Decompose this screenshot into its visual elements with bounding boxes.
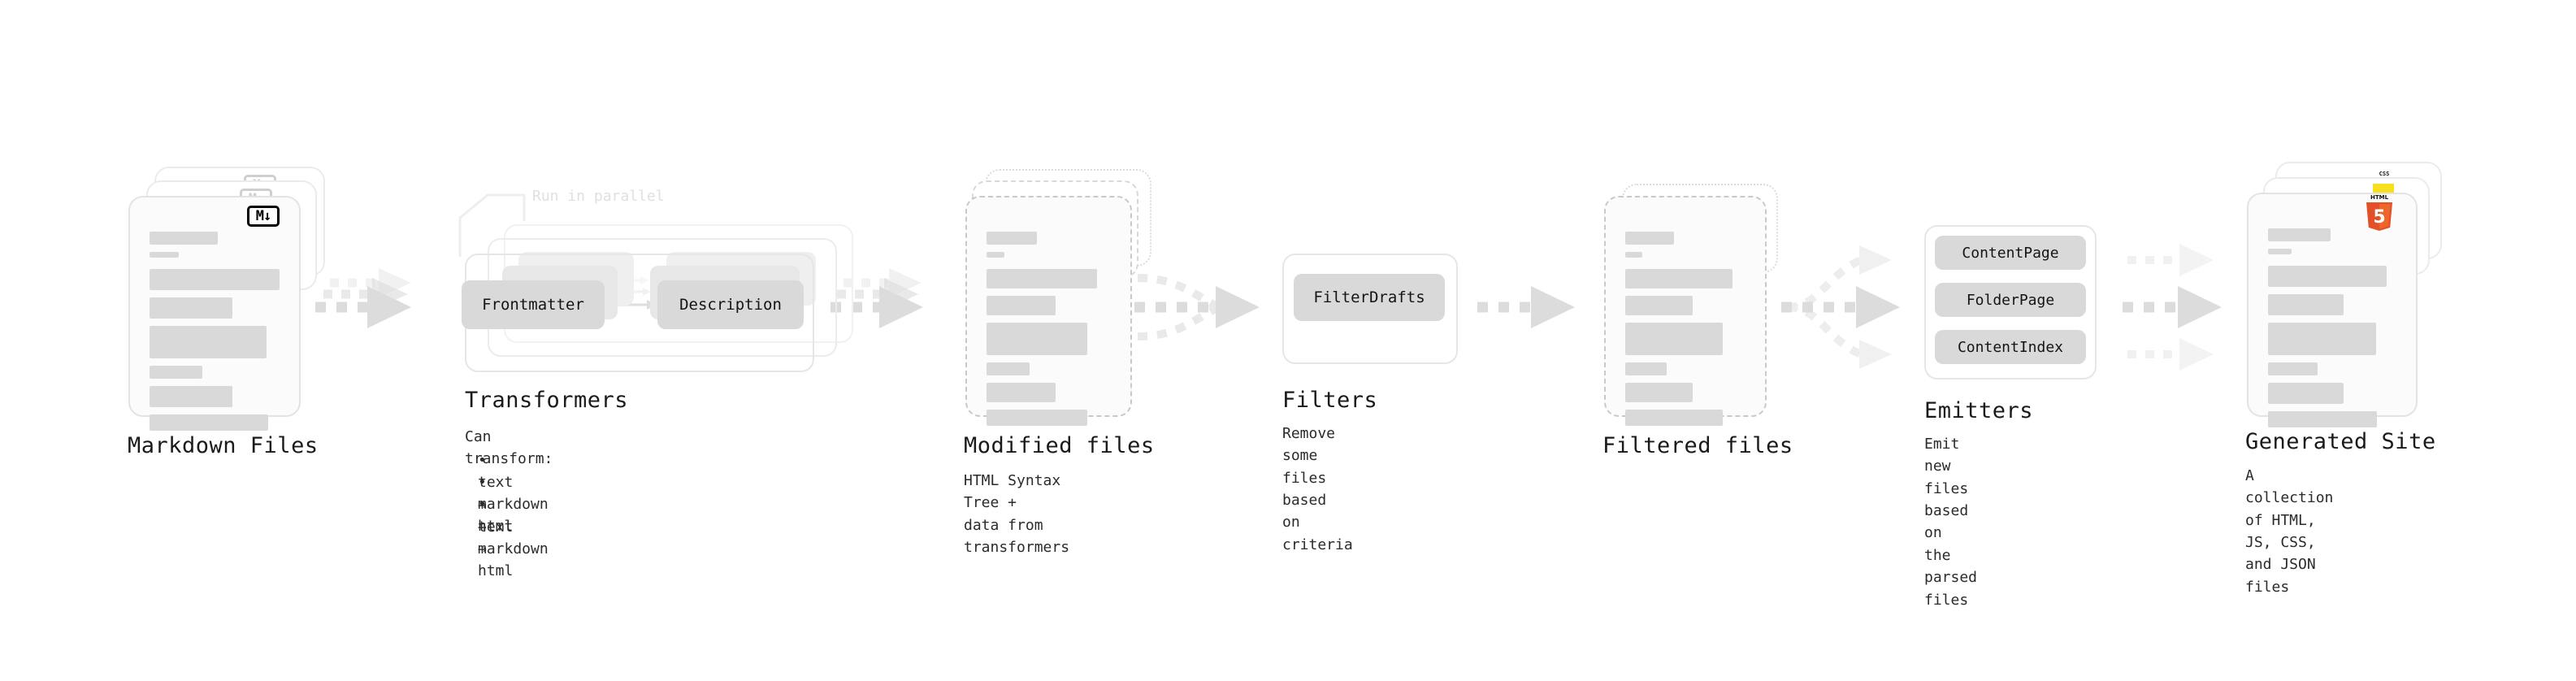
html5-digit: 5 — [2373, 207, 2385, 228]
transformers-subtitle: Can transform: — [465, 428, 553, 468]
svg-text:CSS: CSS — [2379, 171, 2390, 177]
transformer-chip-frontmatter[interactable]: Frontmatter — [462, 280, 605, 329]
filter-chip-filterdrafts[interactable]: FilterDrafts — [1294, 274, 1445, 321]
arrow-filtered-to-emitters — [1781, 245, 1900, 369]
placeholder-bars — [150, 232, 281, 431]
filters-subtitle: Remove some files based on criteria — [1282, 425, 1353, 553]
generated-site-subtitle: A collection of HTML, JS, CSS, and JSON … — [2245, 467, 2334, 596]
generated-site-title: Generated Site — [2245, 429, 2436, 454]
emitter-chip-folderpage[interactable]: FolderPage — [1935, 283, 2086, 317]
transformers-bullet-1: • text → text — [478, 452, 514, 536]
filters-panel — [1282, 254, 1458, 364]
arrow-markdown-to-transformers — [315, 268, 411, 328]
placeholder-bars — [1625, 232, 1747, 426]
markdown-file-card-front — [128, 196, 301, 431]
arrow-modified-to-filters — [1134, 274, 1260, 340]
emitters-title: Emitters — [1924, 398, 2034, 423]
transformer-chip-description[interactable]: Description — [657, 280, 804, 329]
placeholder-bars — [2268, 228, 2398, 427]
run-in-parallel-label: Run in parallel — [532, 188, 665, 205]
filtered-file-card-front — [1604, 196, 1767, 426]
modified-file-card-front — [965, 196, 1132, 426]
markdown-badge-front: M↓ — [247, 206, 280, 227]
filtered-files-title: Filtered files — [1602, 433, 1793, 458]
emitters-subtitle: Emit new files based on the parsed files — [1924, 436, 1978, 609]
markdown-files-title: Markdown Files — [128, 433, 319, 458]
emitter-chip-contentpage[interactable]: ContentPage — [1935, 236, 2086, 270]
modified-files-title: Modified files — [964, 433, 1155, 458]
transformers-title: Transformers — [465, 388, 629, 413]
site-file-card-front — [2247, 193, 2418, 427]
html5-icon: HTML 5 — [2366, 194, 2392, 231]
html5-badge: HTML 5 — [2363, 193, 2396, 234]
filters-title: Filters — [1282, 388, 1378, 413]
modified-files-subtitle: HTML Syntax Tree + data from transformer… — [964, 472, 1070, 557]
transformers-bullet-3: • html → html — [478, 496, 514, 580]
emitter-chip-contentindex[interactable]: ContentIndex — [1935, 330, 2086, 364]
arrow-filters-to-filtered — [1477, 286, 1575, 328]
transformers-bullet-2: • markdown → markdown — [478, 474, 549, 558]
placeholder-bars — [987, 232, 1112, 426]
emitters-panel — [1924, 225, 2097, 380]
html5-wordmark: HTML — [2370, 194, 2389, 201]
arrow-emitters-to-site — [2123, 244, 2222, 371]
